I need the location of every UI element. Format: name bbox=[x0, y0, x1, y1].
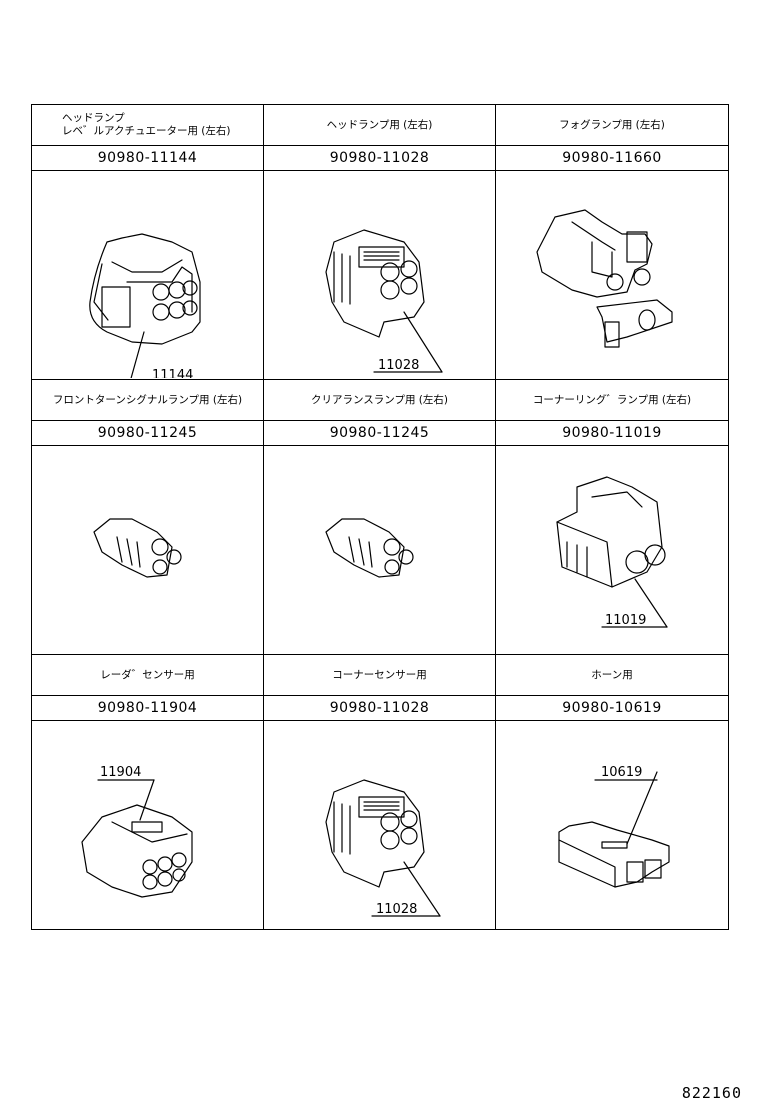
usage-label-horn: ホーン用 bbox=[495, 654, 729, 696]
illustration-row: 11144 11028 bbox=[31, 170, 729, 380]
usage-line1: ヘッドランプ bbox=[62, 112, 125, 124]
connector-6pin-icon: 11144 bbox=[89, 233, 201, 378]
part-number-row: 90980-11144 90980-11028 90980-11660 bbox=[31, 145, 729, 171]
svg-text:11019: 11019 bbox=[605, 613, 646, 628]
svg-text:11028: 11028 bbox=[378, 358, 419, 373]
connector-2pin-retainer-icon bbox=[535, 209, 673, 348]
figure-number: 822160 bbox=[681, 1084, 742, 1102]
connector-illustration-cell: 10619 bbox=[495, 720, 729, 930]
svg-text:11904: 11904 bbox=[100, 765, 141, 780]
connector-illustration-cell bbox=[495, 170, 729, 380]
connector-3pin-socket-icon bbox=[325, 518, 414, 578]
usage-label-foglamp: フォグランプ用 (左右) bbox=[495, 104, 729, 146]
part-number: 90980-11144 bbox=[31, 145, 264, 171]
usage-label-front-turn-signal: フロントターンシグナルランプ用 (左右) bbox=[31, 379, 264, 421]
illustration-row: 11019 bbox=[31, 445, 729, 655]
connector-illustration-cell: 11019 bbox=[495, 445, 729, 655]
part-number: 90980-11019 bbox=[495, 420, 729, 446]
connector-1pin-flat-icon: 10619 bbox=[557, 765, 670, 888]
connector-illustration-cell: 11028 bbox=[263, 170, 496, 380]
part-number: 90980-11028 bbox=[263, 145, 496, 171]
part-number: 90980-11245 bbox=[263, 420, 496, 446]
connector-2pin-icon: 11019 bbox=[555, 476, 668, 628]
usage-label-headlamp: ヘッドランプ用 (左右) bbox=[263, 104, 496, 146]
usage-header-row: ヘッドランプ レベ゛ルアクチュエーター用 (左右) ヘッドランプ用 (左右) フ… bbox=[31, 104, 729, 146]
connector-illustration-cell: 11144 bbox=[31, 170, 264, 380]
usage-header-row: フロントターンシグナルランプ用 (左右) クリアランスランプ用 (左右) コーナ… bbox=[31, 379, 729, 421]
usage-label-clearance-lamp: クリアランスランプ用 (左右) bbox=[263, 379, 496, 421]
part-number: 90980-11028 bbox=[263, 695, 496, 721]
usage-line2: レベ゛ルアクチュエーター用 (左右) bbox=[62, 125, 231, 137]
usage-header-row: レーダ゛センサー用 コーナーセンサー用 ホーン用 bbox=[31, 654, 729, 696]
connector-6pin-icon: 11904 bbox=[81, 765, 193, 898]
connector-illustration-cell: 11028 bbox=[263, 720, 496, 930]
svg-text:11144: 11144 bbox=[152, 368, 193, 378]
connector-4pin-icon: 11028 bbox=[325, 229, 443, 373]
connector-illustration-cell bbox=[31, 445, 264, 655]
usage-label-cornering-lamp: コーナーリング゛ランプ用 (左右) bbox=[495, 379, 729, 421]
connector-table: ヘッドランプ レベ゛ルアクチュエーター用 (左右) ヘッドランプ用 (左右) フ… bbox=[31, 104, 729, 930]
illustration-row: 11904 11028 bbox=[31, 720, 729, 930]
connector-illustration-cell bbox=[263, 445, 496, 655]
svg-text:10619: 10619 bbox=[601, 765, 642, 780]
part-number-row: 90980-11904 90980-11028 90980-10619 bbox=[31, 695, 729, 721]
connector-illustration-cell: 11904 bbox=[31, 720, 264, 930]
usage-label-corner-sensor: コーナーセンサー用 bbox=[263, 654, 496, 696]
connector-3pin-socket-icon bbox=[93, 518, 182, 578]
part-number-row: 90980-11245 90980-11245 90980-11019 bbox=[31, 420, 729, 446]
part-number: 90980-11245 bbox=[31, 420, 264, 446]
usage-label-headlamp-leveling: ヘッドランプ レベ゛ルアクチュエーター用 (左右) bbox=[31, 104, 264, 146]
part-number: 90980-11904 bbox=[31, 695, 264, 721]
part-number: 90980-11660 bbox=[495, 145, 729, 171]
part-number: 90980-10619 bbox=[495, 695, 729, 721]
connector-4pin-icon: 11028 bbox=[325, 779, 441, 917]
usage-label-radar-sensor: レーダ゛センサー用 bbox=[31, 654, 264, 696]
svg-text:11028: 11028 bbox=[376, 902, 417, 917]
